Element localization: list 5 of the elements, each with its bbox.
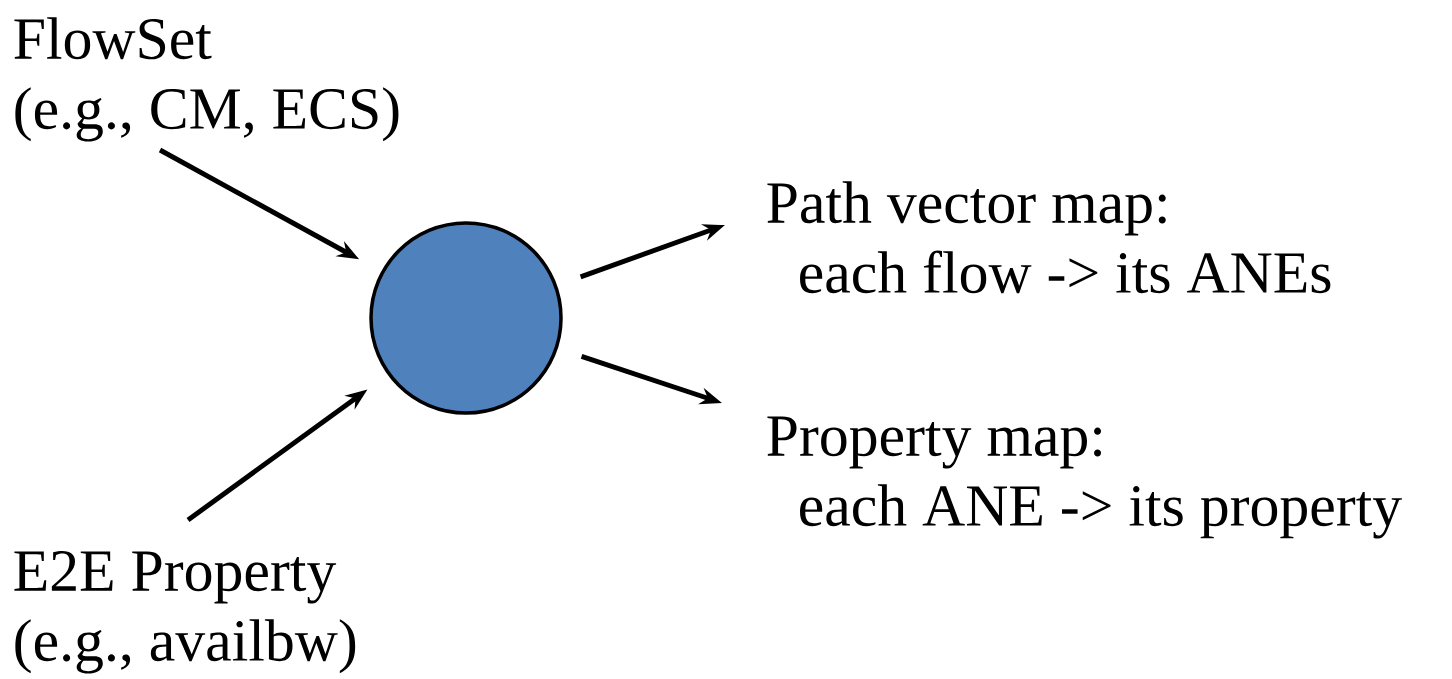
text-label: E2E Property (e.g., availbw) [14, 551, 356, 674]
text-label: FlowSet (e.g., CM, ECS) [14, 17, 399, 142]
text-label: Path vector map: each flow -> its ANEs [767, 181, 1331, 294]
text-label: Property map: each ANE -> its property [767, 416, 1402, 539]
circle-node [369, 221, 563, 415]
